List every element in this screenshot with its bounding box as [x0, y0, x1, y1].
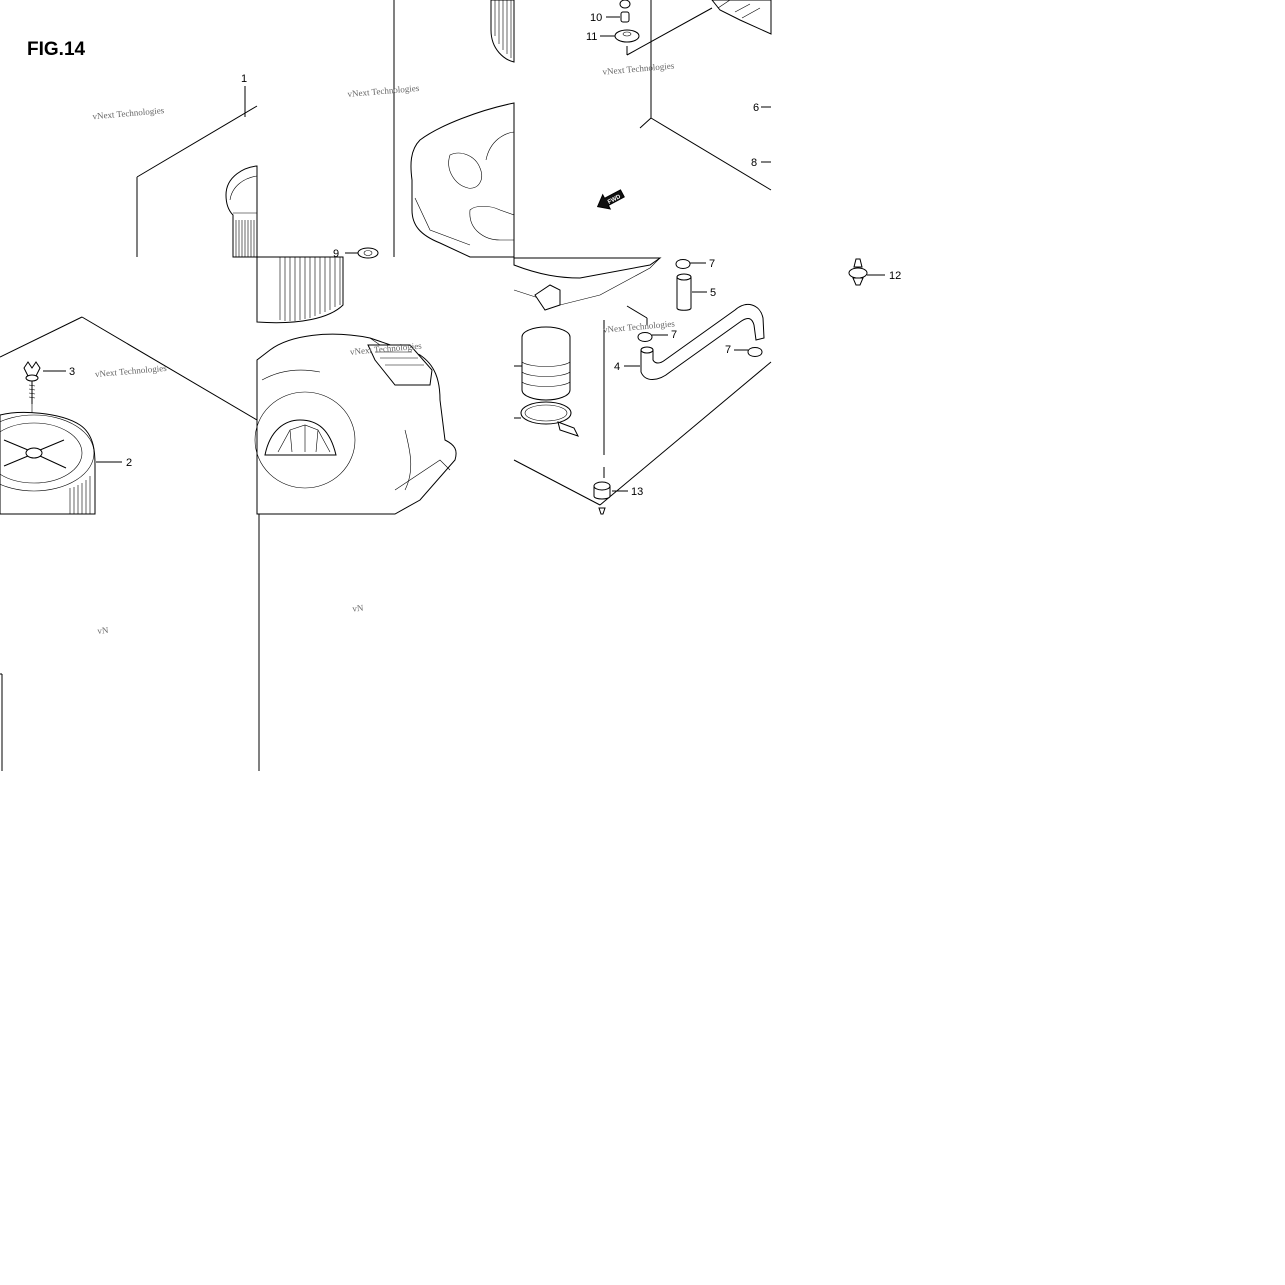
callout-7a: 7	[709, 258, 715, 270]
tile-housing-right-top: FWD	[596, 0, 772, 210]
callout-labels: 1 2 3 4 5 6 7 7 7 8 9 10 11 12 13	[69, 12, 901, 498]
callout-11: 11	[586, 31, 597, 43]
clip-part-7b	[637, 332, 668, 342]
clip-part-7a	[675, 259, 706, 269]
air-cleaner-case	[254, 333, 457, 515]
callout-8: 8	[751, 157, 757, 169]
callout-3: 3	[69, 366, 75, 378]
hose-part-5	[676, 273, 707, 311]
tile-filter-and-housing-top	[345, 0, 515, 259]
tile-outlet-hoses	[513, 257, 772, 515]
clip-part-7c	[734, 347, 763, 357]
watermark-text: vNext Technologies	[95, 363, 168, 379]
watermark-text: vNext Technologies	[602, 60, 675, 76]
grommet-part-13	[593, 481, 628, 515]
callout-1: 1	[241, 73, 247, 85]
callout-13: 13	[631, 486, 643, 498]
fwd-arrow-icon: FWD	[596, 189, 625, 210]
callout-6: 6	[753, 102, 759, 114]
air-filter-element	[225, 165, 258, 258]
callout-12: 12	[889, 270, 901, 282]
filter-cap-part-2	[0, 411, 122, 515]
callout-7b: 7	[671, 329, 677, 341]
washer-part-11	[600, 29, 640, 43]
watermarks: vNext Technologies vNext Technologies vN…	[92, 60, 676, 636]
wing-bolt-part-3	[23, 361, 66, 440]
tile-filter-cap	[0, 316, 258, 515]
callout-4: 4	[614, 361, 620, 373]
tile-air-filter-top	[136, 86, 258, 258]
callout-10: 10	[590, 12, 602, 24]
watermark-text: vNext Technologies	[347, 83, 420, 99]
callout-9: 9	[333, 248, 339, 260]
hose-clamp	[514, 401, 579, 437]
callout-2: 2	[126, 457, 132, 469]
screw-part-12	[848, 258, 885, 286]
watermark-text: vNext Technologies	[603, 318, 676, 334]
tile-bottom-left	[0, 673, 3, 771]
hose-part-4	[624, 303, 765, 380]
tile-housing-body	[254, 256, 457, 515]
watermark-fragment: vN	[97, 625, 109, 636]
figure-title: FIG.14	[27, 39, 86, 60]
callout-7c: 7	[725, 344, 731, 356]
grommet-part-10	[606, 0, 631, 23]
bolt-part-9	[345, 247, 379, 259]
watermark-fragment: vN	[352, 603, 364, 614]
watermark-text: vNext Technologies	[92, 105, 165, 121]
leader-lines-right	[761, 106, 771, 163]
outlet-duct	[514, 326, 571, 401]
air-cleaner-cover	[410, 102, 515, 258]
callout-5: 5	[710, 287, 716, 299]
